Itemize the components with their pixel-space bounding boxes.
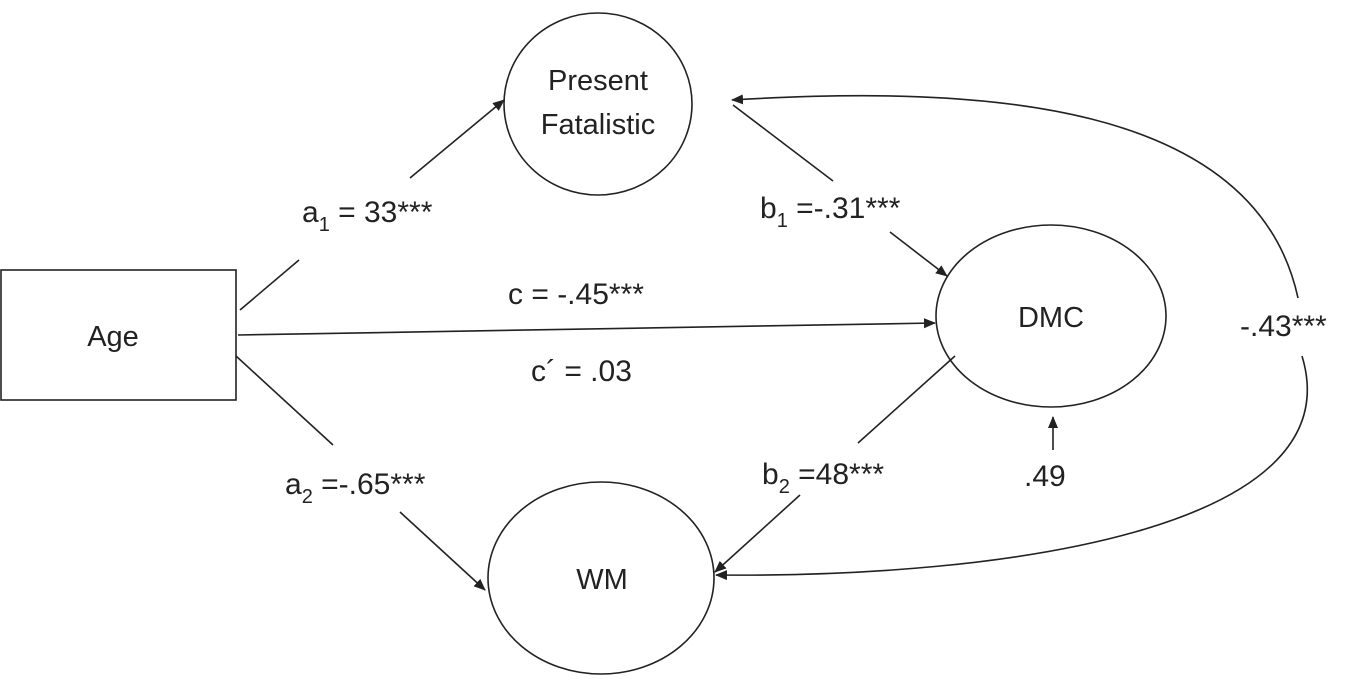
- present-fatalistic-circle: [503, 12, 693, 196]
- path-c-label: c = -.45***: [508, 278, 644, 311]
- path-b1-tail: [732, 104, 834, 182]
- path-b2-arrow: [714, 494, 801, 573]
- path-a2-label: a2 =-.65***: [285, 468, 426, 508]
- age-label: Age: [87, 321, 139, 353]
- path-a1-tail: [239, 259, 300, 311]
- covariance-upper-arrow: [731, 94, 1299, 299]
- path-a1-label: a1 = 33***: [302, 196, 433, 236]
- present-fatalistic-label-line1: Present: [548, 65, 648, 97]
- path-b1-label: b1 =-.31***: [760, 192, 901, 232]
- wm-circle: [487, 481, 715, 675]
- path-b2-tail: [857, 355, 956, 444]
- dmc-label: DMC: [1018, 302, 1084, 334]
- present-fatalistic-label-line2: Fatalistic: [541, 109, 655, 141]
- age-box: [0, 269, 237, 401]
- path-a1-arrow: [409, 99, 505, 179]
- path-a2-tail: [235, 355, 334, 446]
- path-c-prime-label: c´ = .03: [531, 355, 632, 388]
- residual-label: .49: [1024, 460, 1066, 493]
- path-b2-label: b2 =48***: [762, 458, 884, 498]
- path-a2-arrow: [399, 511, 486, 591]
- path-b1-arrow: [889, 231, 948, 277]
- path-c-arrow: [237, 318, 936, 336]
- wm-label: WM: [576, 564, 628, 596]
- dmc-circle: [935, 224, 1167, 408]
- covariance-lower-arrow: [715, 355, 1309, 581]
- covariance-label: -.43***: [1240, 310, 1327, 343]
